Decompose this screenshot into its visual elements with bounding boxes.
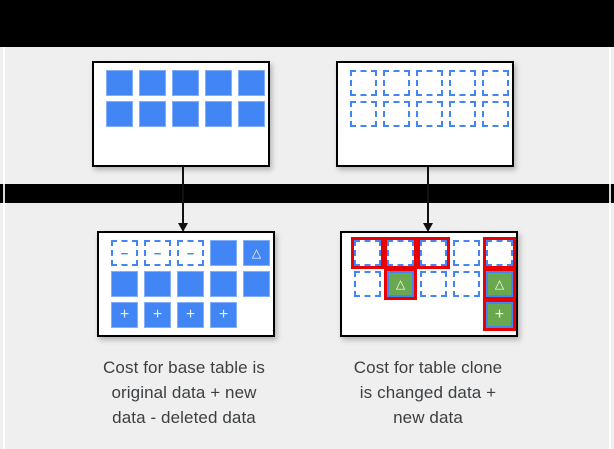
data-block-solid — [210, 240, 237, 266]
caption-line: data - deleted data — [112, 408, 256, 427]
data-block-dashed — [383, 70, 410, 96]
data-block-red-dashed — [417, 237, 450, 269]
data-block-solid — [139, 101, 166, 127]
data-block-solid-plus: + — [177, 302, 204, 328]
data-block-dashed — [482, 101, 509, 127]
top-redacted-bar — [0, 0, 614, 47]
data-block-dashed — [449, 101, 476, 127]
caption-line: Cost for base table is — [103, 358, 265, 377]
data-block-solid — [106, 70, 133, 96]
middle-divider-bar — [0, 184, 614, 203]
data-block-solid — [111, 271, 138, 297]
table-clone-changed-grid: △△+ — [342, 233, 516, 331]
data-block-dashed — [420, 271, 447, 297]
table-clone-arrow — [423, 167, 433, 232]
base-table-arrow — [178, 167, 188, 232]
data-block-red-dashed — [351, 237, 384, 269]
data-block-dashed — [383, 101, 410, 127]
data-block-solid — [238, 70, 265, 96]
data-block-dashed-minus: − — [144, 240, 171, 266]
data-block-solid — [144, 271, 171, 297]
data-block-red-green-delta: △ — [384, 268, 417, 300]
data-block-red-green-delta: △ — [483, 268, 516, 300]
caption-line: new data — [393, 408, 463, 427]
data-block-dashed-minus: − — [177, 240, 204, 266]
base-table-changed-grid: −−−△++++ — [99, 233, 273, 328]
base-table-cost-caption: Cost for base table is original data + n… — [62, 355, 306, 430]
data-block-red-green-plus: + — [483, 299, 516, 331]
data-block-solid-plus: + — [210, 302, 237, 328]
data-block-dashed-minus: − — [111, 240, 138, 266]
table-clone-original-box — [336, 61, 514, 167]
caption-line: Cost for table clone — [353, 358, 503, 377]
data-block-solid — [139, 70, 166, 96]
caption-line: original data + new — [111, 383, 257, 402]
data-block-dashed — [449, 70, 476, 96]
base-table-changed-box: −−−△++++ — [97, 231, 275, 337]
data-block-dashed — [453, 240, 480, 266]
base-table-original-grid — [94, 63, 268, 127]
arrow-down-icon — [423, 223, 433, 232]
data-block-dashed — [354, 271, 381, 297]
data-block-solid — [205, 101, 232, 127]
caption-line: is changed data + — [359, 383, 497, 402]
data-block-red-dashed — [384, 237, 417, 269]
data-block-dashed — [350, 101, 377, 127]
data-block-dashed — [416, 70, 443, 96]
data-block-solid — [243, 271, 270, 297]
data-block-dashed — [482, 70, 509, 96]
data-block-solid — [238, 101, 265, 127]
data-block-dashed — [453, 271, 480, 297]
data-block-solid — [172, 70, 199, 96]
data-block-solid-delta: △ — [243, 240, 270, 266]
data-block-solid-plus: + — [111, 302, 138, 328]
data-block-dashed — [416, 101, 443, 127]
data-block-solid — [106, 101, 133, 127]
data-block-solid — [205, 70, 232, 96]
data-block-solid — [177, 271, 204, 297]
data-block-dashed — [350, 70, 377, 96]
data-block-solid-plus: + — [144, 302, 171, 328]
table-clone-original-grid — [338, 63, 512, 127]
right-edge-highlight — [609, 47, 611, 449]
left-edge-highlight — [3, 47, 5, 449]
data-block-solid — [172, 101, 199, 127]
table-clone-cost-caption: Cost for table clone is changed data + n… — [318, 355, 538, 430]
data-block-solid — [210, 271, 237, 297]
base-table-original-box — [92, 61, 270, 167]
arrow-down-icon — [178, 223, 188, 232]
data-block-red-dashed — [483, 237, 516, 269]
table-clone-changed-box: △△+ — [340, 231, 518, 337]
